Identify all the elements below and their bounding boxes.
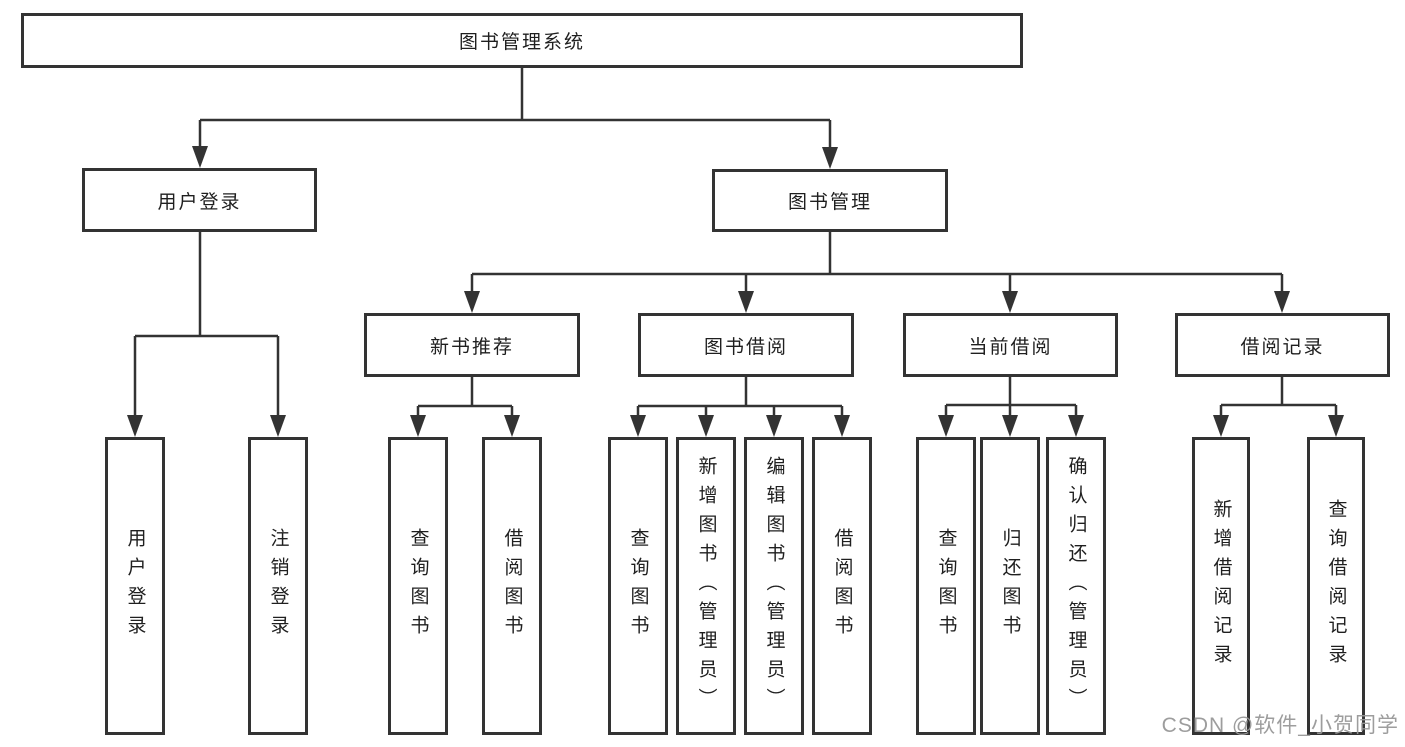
leaf-query-book-borrow: 查询图书 (608, 437, 668, 735)
leaf-edit-book-admin-label: 编辑图书（管理员） (763, 455, 785, 717)
node-root: 图书管理系统 (21, 13, 1023, 68)
node-book-borrow-label: 图书借阅 (703, 336, 788, 358)
node-user-login: 用户登录 (82, 168, 317, 232)
leaf-query-book-label: 查询图书 (627, 528, 649, 644)
connector-book-mgmt-children (470, 232, 1284, 297)
connector-root-to-level2 (198, 68, 832, 153)
connector-new-book-children (416, 377, 514, 421)
leaf-user-login-label: 用户登录 (124, 528, 146, 644)
leaf-add-book-admin: 新增图书（管理员） (676, 437, 736, 735)
connector-borrow-record-children (1219, 377, 1338, 421)
node-new-book-recommend: 新书推荐 (364, 313, 580, 377)
connector-book-borrow-children (636, 377, 844, 421)
leaf-edit-book-admin: 编辑图书（管理员） (744, 437, 804, 735)
leaf-borrow-book-label: 借阅图书 (501, 528, 523, 644)
leaf-borrow-book-newbook: 借阅图书 (482, 437, 542, 735)
leaf-query-borrow-record-label: 查询借阅记录 (1325, 499, 1347, 673)
node-root-label: 图书管理系统 (458, 32, 585, 53)
node-new-book-recommend-label: 新书推荐 (429, 336, 514, 358)
connector-current-borrow-children (944, 377, 1078, 421)
leaf-query-borrow-record: 查询借阅记录 (1307, 437, 1365, 735)
connector-user-login-children (133, 232, 280, 421)
leaf-query-book-current: 查询图书 (916, 437, 976, 735)
node-book-management: 图书管理 (712, 169, 948, 232)
csdn-watermark: CSDN @软件_小贺同学 (1161, 714, 1399, 737)
leaf-logout: 注销登录 (248, 437, 308, 735)
arrowheads (127, 146, 1344, 437)
leaf-return-book: 归还图书 (980, 437, 1040, 735)
leaf-return-book-label: 归还图书 (999, 528, 1021, 644)
leaf-confirm-return-admin-label: 确认归还（管理员） (1065, 455, 1087, 717)
leaf-query-book-newbook: 查询图书 (388, 437, 448, 735)
leaf-user-login: 用户登录 (105, 437, 165, 735)
node-borrow-record-label: 借阅记录 (1240, 336, 1325, 358)
leaf-query-book-label: 查询图书 (935, 528, 957, 644)
node-borrow-record: 借阅记录 (1175, 313, 1390, 377)
leaf-logout-label: 注销登录 (267, 528, 289, 644)
node-book-management-label: 图书管理 (787, 192, 872, 213)
leaf-confirm-return-admin: 确认归还（管理员） (1046, 437, 1106, 735)
leaf-add-borrow-record-label: 新增借阅记录 (1210, 499, 1232, 673)
node-book-borrow: 图书借阅 (638, 313, 854, 377)
leaf-borrow-book: 借阅图书 (812, 437, 872, 735)
node-current-borrow-label: 当前借阅 (968, 336, 1053, 358)
leaf-add-borrow-record: 新增借阅记录 (1192, 437, 1250, 735)
leaf-query-book-label: 查询图书 (407, 528, 429, 644)
leaf-borrow-book-label: 借阅图书 (831, 528, 853, 644)
node-current-borrow: 当前借阅 (903, 313, 1118, 377)
leaf-add-book-admin-label: 新增图书（管理员） (695, 455, 717, 717)
node-user-login-label: 用户登录 (157, 191, 242, 213)
